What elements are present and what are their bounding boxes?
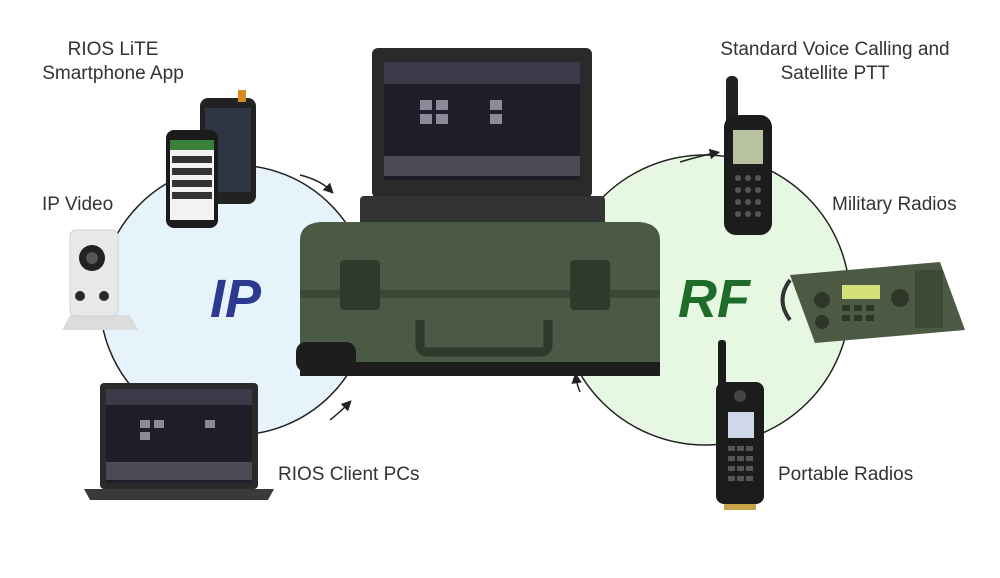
- client-laptop: [84, 383, 274, 500]
- portable-radios-label: Portable Radios: [778, 464, 914, 485]
- rugged-laptop: [360, 48, 605, 232]
- satellite-label-line1: Standard Voice Calling and: [720, 39, 950, 60]
- rf-zone-label: RF: [678, 269, 750, 329]
- satellite-label-line2: Satellite PTT: [780, 63, 890, 84]
- military-radio: [780, 262, 965, 343]
- rf-arrow-top: [679, 148, 721, 163]
- military-radios-label: Military Radios: [832, 194, 957, 215]
- ip-arrow-bottom: [329, 400, 352, 421]
- client-pcs-label: RIOS Client PCs: [278, 464, 420, 485]
- ip-camera: [62, 229, 138, 330]
- ip-arrow-top: [299, 174, 334, 194]
- satellite-phone: [724, 76, 772, 235]
- smartphone-label-line1: RIOS LiTE: [67, 39, 159, 60]
- rugged-case: [296, 222, 660, 376]
- smartphone-devices: [166, 90, 256, 228]
- satellite-label: Standard Voice Calling and Satellite PTT: [700, 38, 970, 86]
- smartphone-label-line2: Smartphone App: [42, 63, 184, 84]
- smartphone-label: RIOS LiTE Smartphone App: [28, 38, 198, 86]
- rf-arrow-bottom: [571, 372, 582, 393]
- ip-zone-label: IP: [210, 269, 262, 329]
- portable-radio: [716, 340, 764, 510]
- ip-video-label: IP Video: [42, 194, 114, 215]
